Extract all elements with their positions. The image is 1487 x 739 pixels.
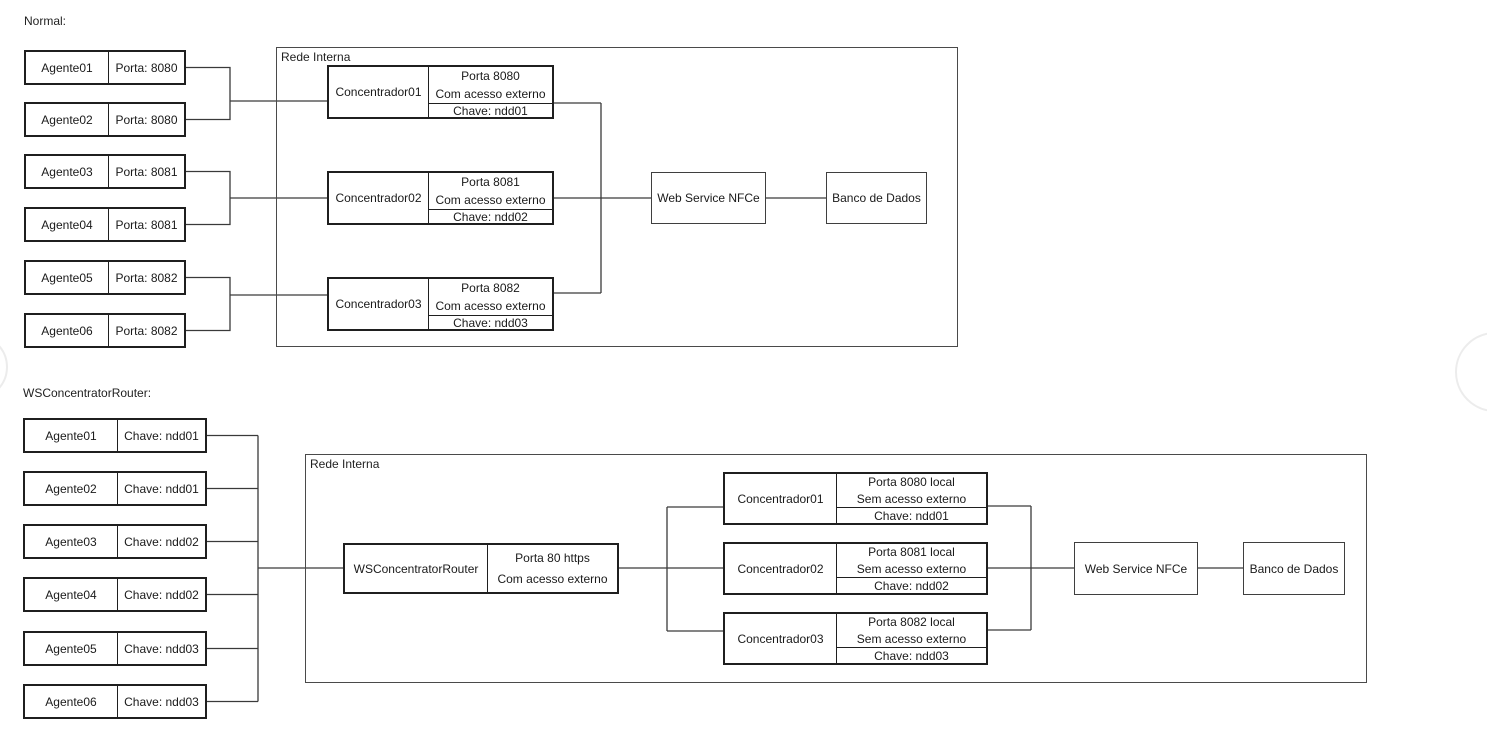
- concentrator-port: Porta 8082: [461, 281, 520, 295]
- concentrator-access: Com acesso externo: [435, 87, 546, 101]
- concentrator03-node[interactable]: Concentrador03 Porta 8082 Com acesso ext…: [327, 277, 554, 331]
- concentrator-access: Sem acesso externo: [856, 491, 967, 506]
- agent-name: Agente03: [26, 156, 109, 187]
- concentrator-details: Porta 8082 local Sem acesso externo Chav…: [837, 614, 986, 663]
- agent06-node[interactable]: Agente06 Chave: ndd03: [23, 684, 207, 719]
- concentrator-name: Concentrador01: [329, 67, 429, 117]
- router-port: Porta 80 https: [515, 551, 590, 566]
- agent-name: Agente05: [26, 262, 109, 293]
- agent-name: Agente01: [25, 420, 118, 451]
- agent-name: Agente04: [25, 579, 118, 610]
- concentrator-name: Concentrador03: [329, 279, 429, 329]
- agent-info: Porta: 8081: [115, 217, 178, 232]
- concentrator-name: Concentrador02: [725, 544, 837, 593]
- concentrator-details: Porta 8081 Com acesso externo Chave: ndd…: [429, 173, 552, 224]
- agent06-node[interactable]: Agente06 Porta: 8082: [24, 313, 186, 348]
- agent-info: Chave: ndd03: [124, 641, 199, 656]
- concentrator-port: Porta 8081: [461, 175, 520, 189]
- agent-info: Porta: 8081: [115, 164, 178, 179]
- normal-pair1-junction: [186, 66, 231, 121]
- database-node[interactable]: Banco de Dados: [826, 172, 927, 224]
- agent04-node[interactable]: Agente04 Chave: ndd02: [23, 577, 207, 612]
- web-service-node[interactable]: Web Service NFCe: [651, 172, 766, 224]
- concentrator-access: Sem acesso externo: [856, 631, 967, 646]
- normal-pair3-junction: [186, 276, 231, 332]
- concentrator-key: Chave: ndd03: [429, 315, 552, 330]
- concentrator01-node[interactable]: Concentrador01 Porta 8080 local Sem aces…: [723, 472, 988, 525]
- network-label: Rede Interna: [281, 50, 351, 64]
- concentrator-details: Porta 8080 local Sem acesso externo Chav…: [837, 474, 986, 523]
- section-title-router: WSConcentratorRouter:: [23, 386, 152, 400]
- agent-info: Chave: ndd02: [124, 534, 199, 549]
- database-node[interactable]: Banco de Dados: [1243, 542, 1345, 595]
- agent-info: Chave: ndd01: [124, 481, 199, 496]
- concentrator-port: Porta 8081 local: [868, 545, 955, 560]
- concentrator-name: Concentrador03: [725, 614, 837, 663]
- agent01-node[interactable]: Agente01 Chave: ndd01: [23, 418, 207, 453]
- agent-name: Agente02: [25, 473, 118, 504]
- network-label: Rede Interna: [310, 457, 380, 471]
- concentrator03-node[interactable]: Concentrador03 Porta 8082 local Sem aces…: [723, 612, 988, 665]
- router-access: Com acesso externo: [497, 571, 608, 586]
- concentrator-name: Concentrador02: [329, 173, 429, 223]
- router-details: Porta 80 https Com acesso externo: [488, 545, 617, 592]
- concentrator-access: Com acesso externo: [435, 299, 546, 313]
- concentrator-key: Chave: ndd01: [837, 507, 986, 523]
- network-boundary-normal[interactable]: Rede Interna: [276, 47, 958, 347]
- normal-pair2-junction: [186, 170, 231, 226]
- concentrator-key: Chave: ndd03: [837, 647, 986, 663]
- agent04-node[interactable]: Agente04 Porta: 8081: [24, 207, 186, 242]
- agent03-node[interactable]: Agente03 Porta: 8081: [24, 154, 186, 189]
- agent-name: Agente04: [26, 209, 109, 240]
- concentrator-details: Porta 8080 Com acesso externo Chave: ndd…: [429, 67, 552, 118]
- concentrator-details: Porta 8082 Com acesso externo Chave: ndd…: [429, 279, 552, 330]
- concentrator-name: Concentrador01: [725, 474, 837, 523]
- concentrator-access: Com acesso externo: [435, 193, 546, 207]
- agent-info: Porta: 8082: [115, 270, 178, 285]
- concentrator-key: Chave: ndd02: [837, 577, 986, 593]
- agent-info: Porta: 8080: [115, 112, 178, 127]
- concentrator-port: Porta 8082 local: [868, 615, 955, 630]
- agent-info: Chave: ndd03: [124, 694, 199, 709]
- concentrator-key: Chave: ndd01: [429, 103, 552, 118]
- wsconcentratorrouter-node[interactable]: WSConcentratorRouter Porta 80 https Com …: [343, 543, 619, 594]
- agent-info: Chave: ndd02: [124, 587, 199, 602]
- concentrator02-node[interactable]: Concentrador02 Porta 8081 Com acesso ext…: [327, 171, 554, 225]
- agent-info: Porta: 8080: [115, 60, 178, 75]
- agent-name: Agente06: [26, 315, 109, 346]
- concentrator-port: Porta 8080 local: [868, 475, 955, 490]
- agent01-node[interactable]: Agente01 Porta: 8080: [24, 50, 186, 85]
- agent-info: Porta: 8082: [115, 323, 178, 338]
- concentrator-details: Porta 8081 local Sem acesso externo Chav…: [837, 544, 986, 593]
- agent05-node[interactable]: Agente05 Porta: 8082: [24, 260, 186, 295]
- agent05-node[interactable]: Agente05 Chave: ndd03: [23, 631, 207, 666]
- agent-name: Agente06: [25, 686, 118, 717]
- section-title-normal: Normal:: [24, 14, 67, 28]
- agent-name: Agente05: [25, 633, 118, 664]
- agent03-node[interactable]: Agente03 Chave: ndd02: [23, 524, 207, 559]
- web-service-node[interactable]: Web Service NFCe: [1074, 542, 1198, 595]
- agent02-node[interactable]: Agente02 Chave: ndd01: [23, 471, 207, 506]
- concentrator02-node[interactable]: Concentrador02 Porta 8081 local Sem aces…: [723, 542, 988, 595]
- concentrator-access: Sem acesso externo: [856, 561, 967, 576]
- router-name: WSConcentratorRouter: [345, 545, 488, 592]
- concentrator-key: Chave: ndd02: [429, 209, 552, 224]
- network-boundary-router[interactable]: Rede Interna: [305, 454, 1367, 683]
- agent-name: Agente03: [25, 526, 118, 557]
- agent02-node[interactable]: Agente02 Porta: 8080: [24, 102, 186, 137]
- agent-name: Agente01: [26, 52, 109, 83]
- concentrator01-node[interactable]: Concentrador01 Porta 8080 Com acesso ext…: [327, 65, 554, 119]
- concentrator-port: Porta 8080: [461, 69, 520, 83]
- agent-name: Agente02: [26, 104, 109, 135]
- agent-info: Chave: ndd01: [124, 428, 199, 443]
